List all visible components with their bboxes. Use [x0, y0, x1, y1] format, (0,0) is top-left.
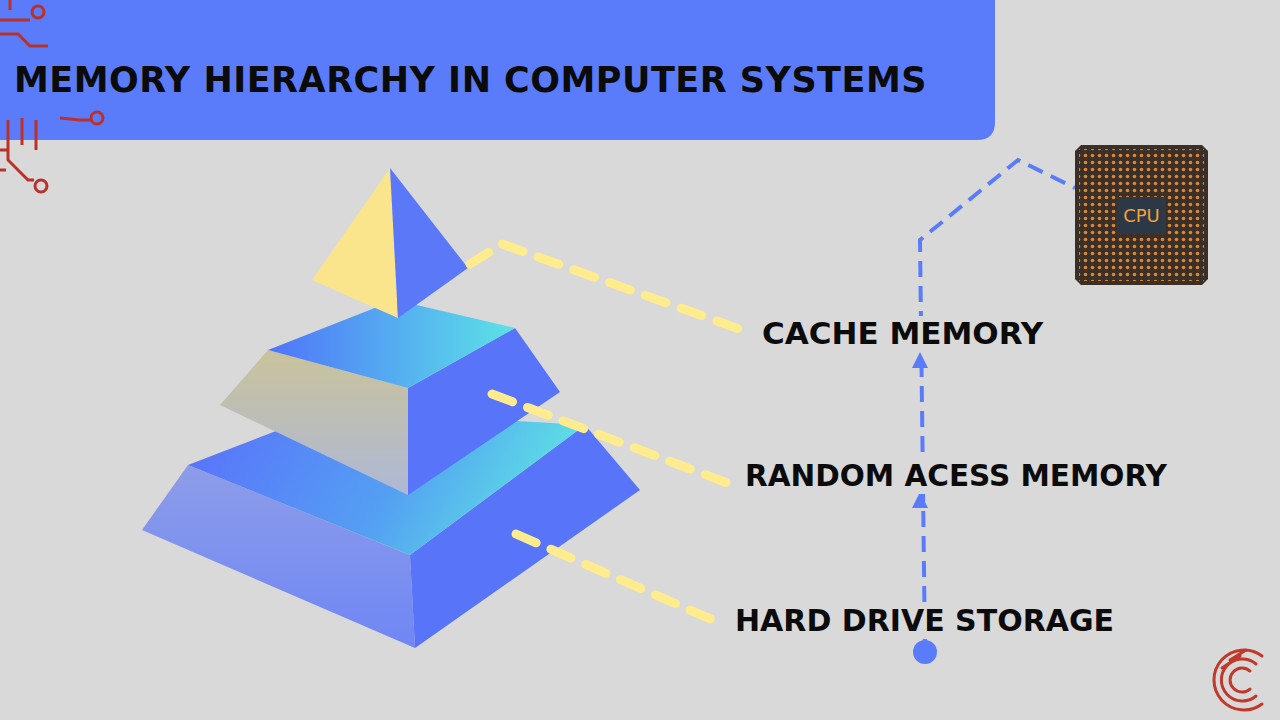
data-path-part [920, 160, 1075, 652]
cpu-chip: CPU [1075, 145, 1208, 285]
circuit-icon-part [0, 149, 8, 152]
chip-pins [1079, 149, 1204, 281]
title: MEMORY HIERARCHY IN COMPUTER SYSTEMS [14, 60, 927, 100]
memory-label: RANDOM ACESS MEMORY [741, 460, 1171, 494]
pyramid-part [390, 168, 468, 318]
logo-part [1230, 668, 1250, 692]
logo [1214, 650, 1262, 710]
circuit-icon-part [60, 118, 90, 120]
logo-part [1222, 656, 1240, 668]
circuit-icon-part [35, 120, 38, 150]
circuit-icon-part [35, 180, 47, 192]
memory-label: CACHE MEMORY [758, 316, 1047, 352]
circuit-icon-part [8, 120, 34, 180]
pyramid-part [312, 168, 398, 318]
circuit-icon-part [0, 169, 6, 172]
leader-line-part [492, 394, 730, 484]
leader-line-part [516, 534, 722, 624]
arrow-head-part [912, 492, 928, 508]
title-bar-part [0, 0, 995, 140]
data-path [920, 160, 1075, 652]
pyramid [142, 168, 640, 648]
circuit-icon-part [0, 19, 30, 22]
arrow-head-part [912, 352, 928, 368]
chip-outline [1075, 145, 1208, 285]
memory-label: HARD DRIVE STORAGE [731, 604, 1118, 639]
circuit-icon-part [32, 6, 44, 18]
circuit-icon-part [91, 112, 103, 124]
path-dot-part [913, 640, 937, 664]
logo-part [1214, 650, 1262, 710]
circuit-icon-part [9, 0, 12, 10]
leader-line-part [470, 244, 742, 330]
circuit-icon-part [0, 34, 48, 46]
title-bar [0, 0, 995, 140]
chip-label: CPU [1117, 197, 1166, 234]
circuit-icon-part [21, 118, 24, 145]
path-dot [913, 640, 937, 664]
leader-line [470, 244, 742, 624]
